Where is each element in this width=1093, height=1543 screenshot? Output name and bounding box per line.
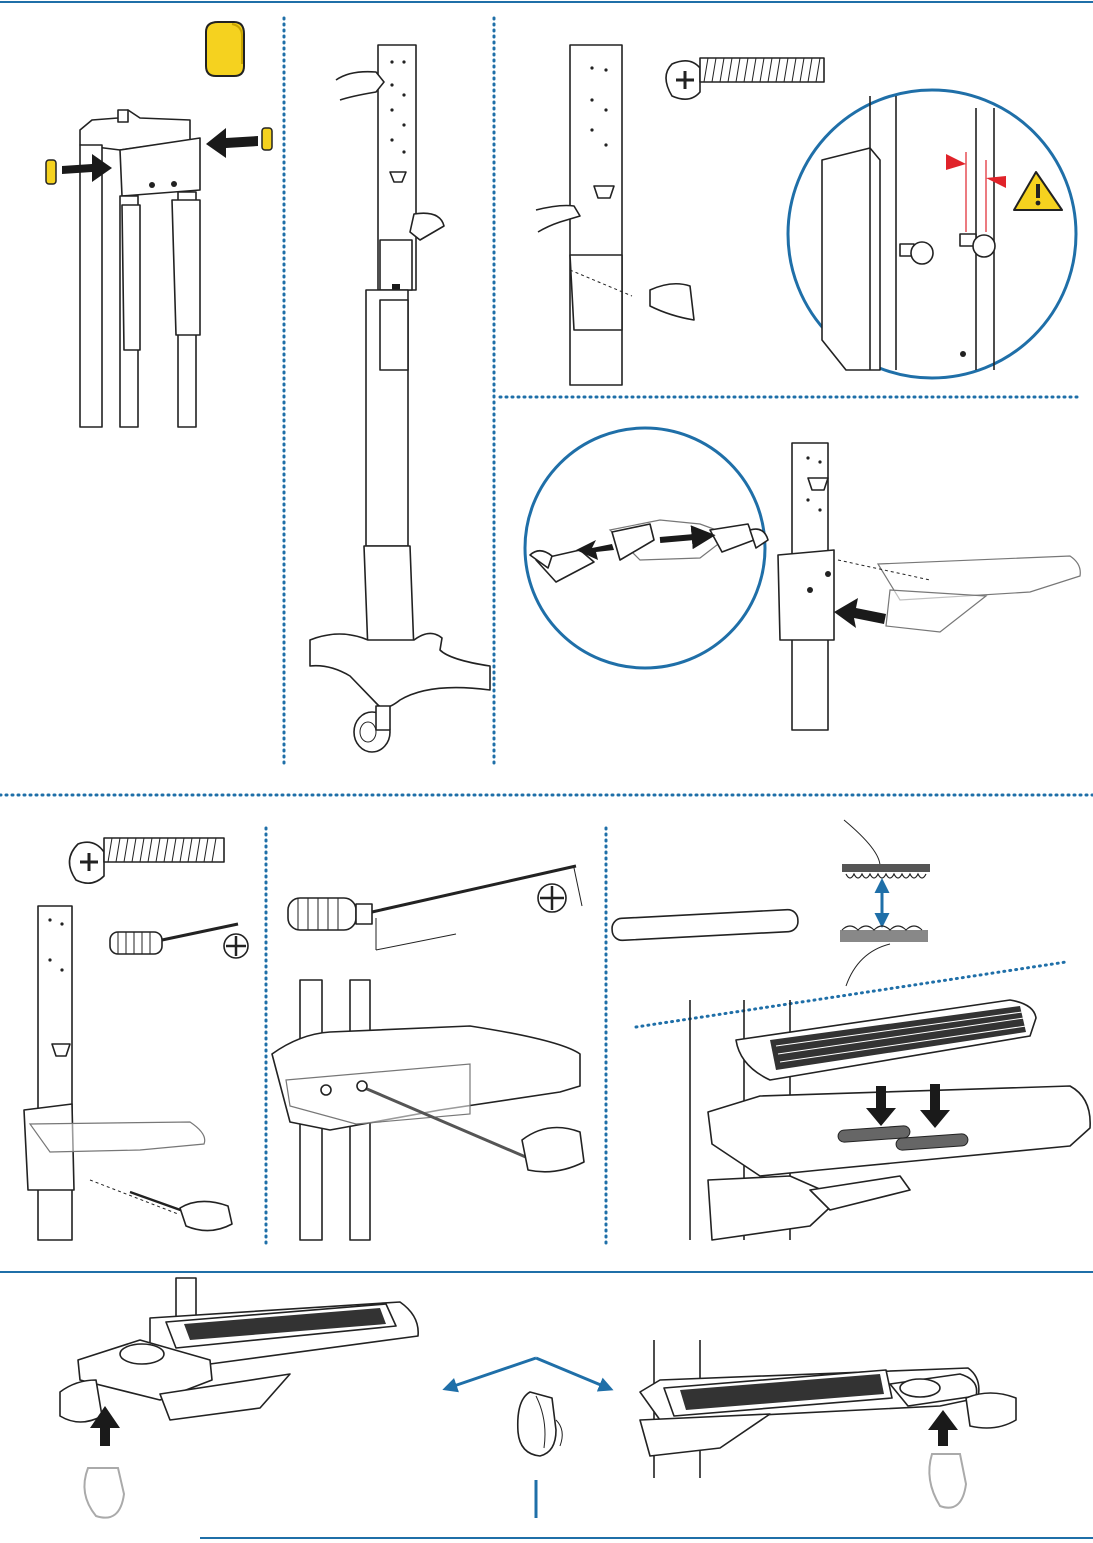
magnified-detail-icon — [525, 428, 768, 668]
column-cover — [364, 546, 414, 652]
hand-icon — [60, 1380, 102, 1422]
step-4-illustration — [525, 428, 1080, 730]
step-3-illustration — [536, 45, 1076, 385]
mouse-holder-icon — [518, 1392, 563, 1456]
slide-bracket — [570, 255, 622, 330]
long-screwdriver-icon — [288, 866, 582, 950]
hand-icon — [522, 1128, 584, 1172]
push-arrow-icon — [206, 128, 258, 158]
push-arrow-icon — [834, 598, 886, 628]
hand-icon — [336, 72, 384, 100]
up-arrow-icon — [928, 1410, 958, 1446]
mouse-icon — [120, 1344, 164, 1364]
phillips-screw-icon — [666, 58, 824, 99]
step-8-illustration — [60, 1278, 1016, 1518]
hand-icon — [180, 1201, 232, 1230]
hand-icon — [650, 284, 694, 320]
mouse-holder-ghost — [84, 1468, 124, 1518]
hook-loop-detail-bottom — [840, 926, 928, 986]
hand-icon — [410, 213, 444, 240]
screwdriver-icon — [110, 924, 238, 954]
keyboard-icon — [736, 1000, 1036, 1080]
step-7-illustration — [612, 820, 1091, 1240]
left-end-cap — [46, 160, 56, 184]
cart-base — [310, 633, 490, 707]
phillips-screw-icon — [69, 838, 224, 883]
mouse-icon — [900, 1379, 940, 1397]
hook-loop-strip-icon — [612, 909, 799, 941]
slide-bracket — [380, 240, 412, 290]
step-6-illustration — [272, 866, 584, 1240]
column-post-stub — [118, 110, 128, 122]
work-surface — [30, 1122, 205, 1152]
mouse-holder-ghost — [929, 1454, 966, 1508]
phillips-bit-icon — [538, 884, 566, 912]
step-1-illustration — [46, 22, 272, 427]
hand-icon — [966, 1393, 1016, 1428]
right-bracket-slot — [172, 200, 200, 335]
left-bracket-slot — [122, 205, 140, 350]
right-end-cap — [262, 128, 272, 150]
magnified-detail-circle — [788, 90, 1076, 378]
column-left-rail — [80, 145, 102, 427]
slide-bracket — [778, 550, 834, 640]
step-5-illustration — [24, 838, 248, 1240]
hook-loop-detail-top — [842, 820, 930, 878]
split-arrow-icon — [448, 1358, 536, 1388]
phillips-bit-icon — [224, 934, 248, 958]
yellow-end-cap-icon — [206, 22, 244, 76]
step-2-illustration — [310, 45, 490, 752]
